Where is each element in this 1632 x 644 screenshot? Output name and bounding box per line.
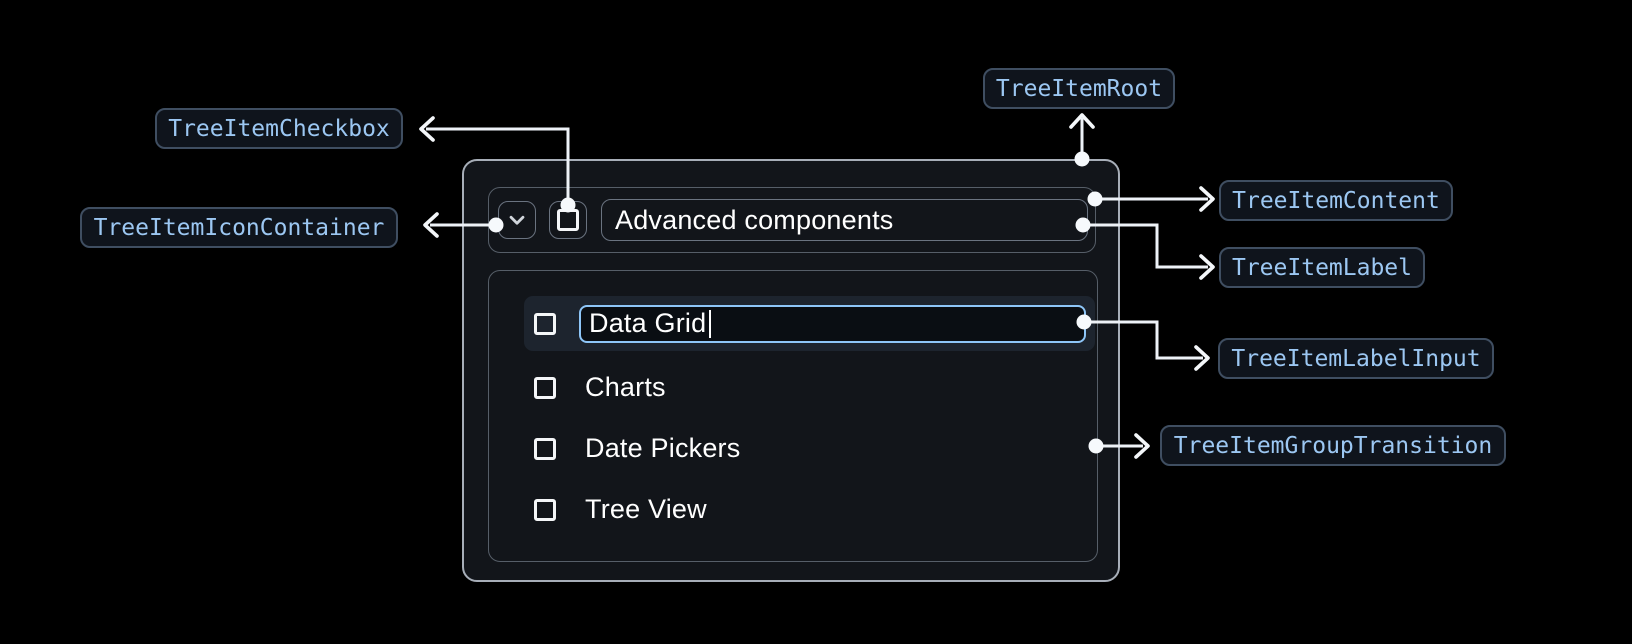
arrowhead-right-icon [1199,186,1215,212]
tree-row-charts[interactable]: Charts [524,360,1095,415]
tree-item-label-text: Charts [585,372,666,402]
arrowhead-left-icon [419,116,435,142]
checkbox-unchecked-icon[interactable] [534,312,556,335]
tree-item-label-text: Date Pickers [585,433,741,463]
chevron-down-icon [509,215,525,225]
annotation-tree-item-checkbox: TreeItemCheckbox [155,108,403,149]
checkbox-unchecked-icon [557,209,579,231]
tree-item-root: Advanced components Data Grid Charts Dat… [462,159,1120,582]
annotation-tree-item-group-transition: TreeItemGroupTransition [1160,425,1506,466]
tree-row-tree-view[interactable]: Tree View [524,482,1095,537]
tree-item-label-input[interactable]: Data Grid [579,304,1086,343]
arrowhead-left-icon [423,212,439,238]
tree-item-icon-container[interactable] [498,201,536,239]
arrowhead-right-icon [1134,433,1150,459]
label-input-value: Data Grid [589,308,707,338]
tree-row-data-grid[interactable]: Data Grid [524,296,1095,351]
tree-row-date-pickers[interactable]: Date Pickers [524,421,1095,476]
tree-item-content[interactable]: Advanced components [488,187,1096,253]
arrowhead-right-icon [1199,254,1215,280]
arrowhead-up-icon [1069,113,1095,129]
annotation-tree-item-root: TreeItemRoot [983,68,1175,109]
checkbox-unchecked-icon[interactable] [534,376,556,399]
annotation-tree-item-label: TreeItemLabel [1219,247,1425,288]
checkbox-unchecked-icon[interactable] [534,437,556,460]
tree-item-label-text: Advanced components [615,204,894,235]
tree-item-group-transition: Data Grid Charts Date Pickers Tree View [488,270,1098,562]
annotation-tree-item-content: TreeItemContent [1219,180,1453,221]
annotation-tree-item-icon-container: TreeItemIconContainer [80,207,398,248]
arrowhead-right-icon [1194,345,1210,371]
tree-item-label[interactable]: Advanced components [601,199,1088,241]
checkbox-unchecked-icon[interactable] [534,498,556,521]
tree-item-checkbox[interactable] [549,201,587,239]
annotation-tree-item-label-input: TreeItemLabelInput [1218,338,1494,379]
text-caret [709,309,712,338]
tree-item-label-text: Tree View [585,494,707,524]
